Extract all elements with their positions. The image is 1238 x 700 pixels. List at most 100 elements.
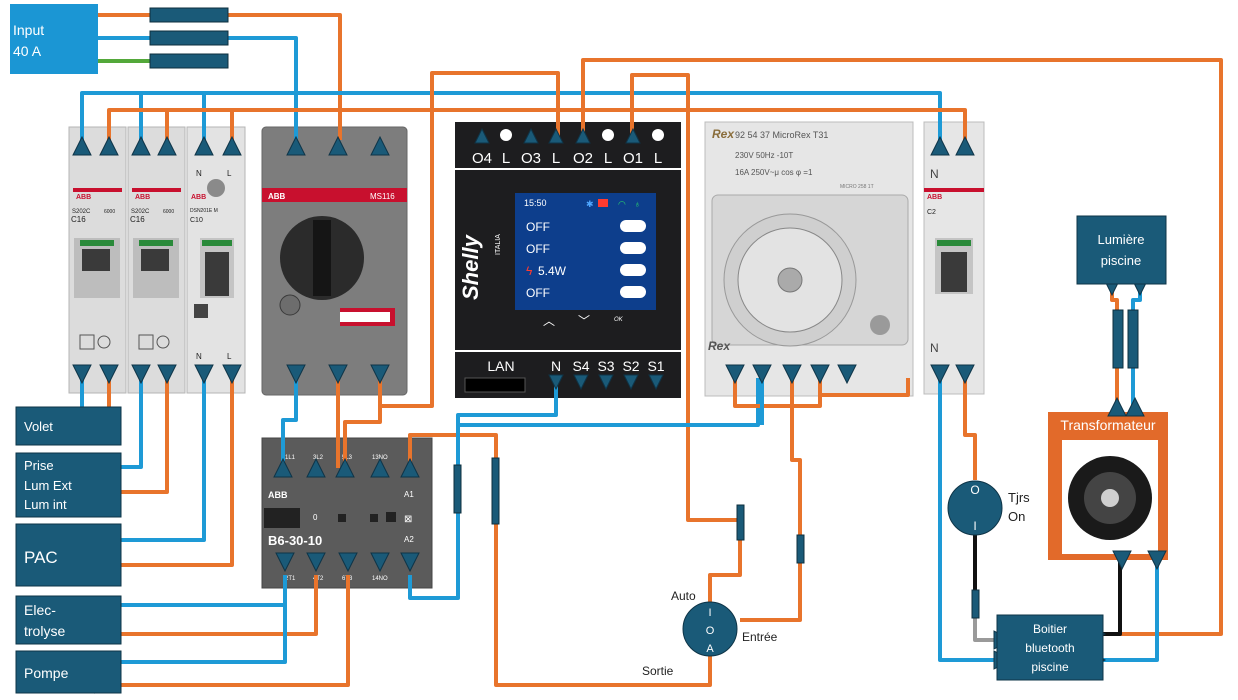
bluetooth-box: Boitier bluetooth piscine [996, 614, 1104, 681]
transformer-terminal-icon [1112, 550, 1132, 571]
shelly-toggle-4[interactable] [620, 286, 646, 298]
ms116-model: MS116 [370, 192, 395, 201]
shelly-up-button[interactable]: ︿ [543, 314, 555, 328]
pool-light-box: Lumière piscine [1076, 215, 1167, 285]
breaker-terminal-icon [131, 364, 151, 385]
sleeve-entree [796, 534, 805, 564]
contactor-bottom-1: 2T1 [285, 576, 296, 582]
shelly-bottom-terminal-label: S1 [647, 358, 664, 374]
shelly-bottom-terminal-label: N [551, 358, 561, 374]
shelly-down-button[interactable]: ﹀ [578, 314, 590, 328]
shelly-top-terminal-icon [602, 129, 614, 141]
contactor-bottom-terminal-icon [275, 552, 295, 573]
shelly-top-terminal-icon [523, 127, 539, 144]
shelly-row-2-status: OFF [526, 242, 550, 256]
shelly-bottom-terminal-icon [548, 374, 564, 391]
breaker-3-model: DSN201E M [190, 208, 218, 214]
shelly-top-terminal-label: O3 [521, 150, 541, 167]
input-block: Input 40 A [10, 4, 98, 74]
load-pac: PAC [15, 523, 122, 587]
sleeve-input-3 [149, 53, 229, 69]
shelly-toggle-1[interactable] [620, 220, 646, 232]
timer-spec-2: 16A 250V~μ cos φ =1 [735, 168, 813, 177]
contactor-top-terminal-icon [306, 457, 326, 478]
wire-a2 [408, 378, 760, 600]
bluetooth-icon: ✱ [586, 199, 594, 209]
wire-pompe-blue-2 [104, 605, 287, 664]
contactor-bottom-2: 4T2 [313, 576, 324, 582]
coil-icon: ⊠ [404, 514, 412, 525]
bluetooth-box-label-3: piscine [1031, 660, 1069, 674]
load-electrolyse-label-2: trolyse [24, 623, 65, 639]
shelly-toggle-3[interactable] [620, 264, 646, 276]
bluetooth-box-label-2: bluetooth [1025, 641, 1074, 655]
shelly-ok-button[interactable]: OK [614, 317, 624, 323]
wire-pompe-orange [104, 575, 350, 687]
always-on-switch-o: O [970, 483, 979, 497]
shelly-bottom-terminal-icon [598, 374, 614, 391]
input-label-2: 40 A [13, 43, 42, 59]
load-pac-label: PAC [24, 548, 58, 567]
contactor-bottom-terminal-icon [338, 552, 358, 573]
breaker-right-rating: C2 [927, 209, 936, 216]
breaker-terminal-icon [157, 135, 177, 156]
breaker-right-bottom-n: N [930, 341, 939, 355]
shelly-top-terminal-label: L [502, 150, 510, 167]
load-electrolyse: Elec- trolyse [15, 595, 122, 645]
timer-terminal-icon [810, 364, 830, 385]
breaker-2-code: 6000 [163, 209, 174, 215]
shelly-bottom-terminal-icon [623, 374, 639, 391]
breaker-3-lever[interactable] [205, 252, 229, 296]
shelly-toggle-2[interactable] [620, 242, 646, 254]
contactor-top-3: 5L3 [342, 455, 353, 461]
ms116-terminal-icon [370, 135, 390, 156]
shelly-screen-row-3: ϟ 5.4W [526, 264, 646, 278]
shelly-time: 15:50 [524, 198, 547, 208]
wire-prise-orange [104, 378, 169, 494]
ms116-terminal-icon [370, 364, 390, 385]
load-volet-label: Volet [24, 419, 53, 434]
breaker-terminal-icon [72, 364, 92, 385]
wire-pac-orange [104, 378, 234, 567]
sleeve-black [971, 589, 980, 619]
auto-label: Auto [671, 589, 696, 603]
timer-code: MICRO 258 1T [840, 184, 874, 190]
wire-ms116-contactor-1 [281, 378, 298, 468]
contactor-a2: A2 [404, 535, 414, 544]
wire-input-blue [84, 36, 298, 140]
always-on-switch[interactable]: O I [947, 480, 1003, 536]
wire-right-orange [963, 378, 977, 480]
wire-a1 [408, 433, 712, 687]
breaker-1-lever[interactable] [82, 249, 110, 271]
shelly-screen-row-1: OFF [526, 220, 646, 234]
contactor-zero: 0 [313, 513, 318, 522]
contactor-top-1: 1L1 [285, 455, 296, 461]
breaker-terminal-icon [131, 135, 151, 156]
contactor-bottom-terminal-icon [370, 552, 390, 573]
pool-light-label-1: Lumière [1098, 232, 1145, 247]
breaker-right-lever[interactable] [941, 252, 967, 292]
breaker-right-terminal-icon [955, 135, 975, 156]
breaker-2-lever[interactable] [141, 249, 169, 271]
shelly-bottom-terminal-label: S3 [597, 358, 614, 374]
qr-code-icon [194, 304, 208, 318]
sleeve-a2 [453, 464, 462, 514]
breaker-1-brand: ABB [76, 194, 91, 201]
shelly-bottom-terminal-label: LAN [487, 358, 514, 374]
contactor-bottom-terminal-icon [306, 552, 326, 573]
timer-spec-1: 230V 50Hz -10T [735, 151, 793, 160]
transformer-title: Transformateur [1060, 417, 1156, 433]
shelly-relay: Shelly ITALIA 15:50 ✱ ◠ ♁ OFF OFF ϟ 5.4W… [455, 122, 681, 398]
auto-switch[interactable]: I O A [682, 601, 738, 657]
sleeve-auto [736, 504, 745, 541]
ms116-terminal-icon [328, 364, 348, 385]
breaker-terminal-icon [99, 364, 119, 385]
shelly-screen-row-4: OFF [526, 286, 646, 300]
shelly-top-terminal-icon [575, 127, 591, 144]
timer-brand-bottom: Rex [708, 339, 731, 353]
breaker-3-bottom-n: N [196, 352, 202, 361]
shelly-bottom-terminal-icon [648, 374, 664, 391]
breaker-1: ABB S202C 6000 C16 [68, 126, 127, 394]
breaker-3-top-l: L [227, 169, 232, 178]
